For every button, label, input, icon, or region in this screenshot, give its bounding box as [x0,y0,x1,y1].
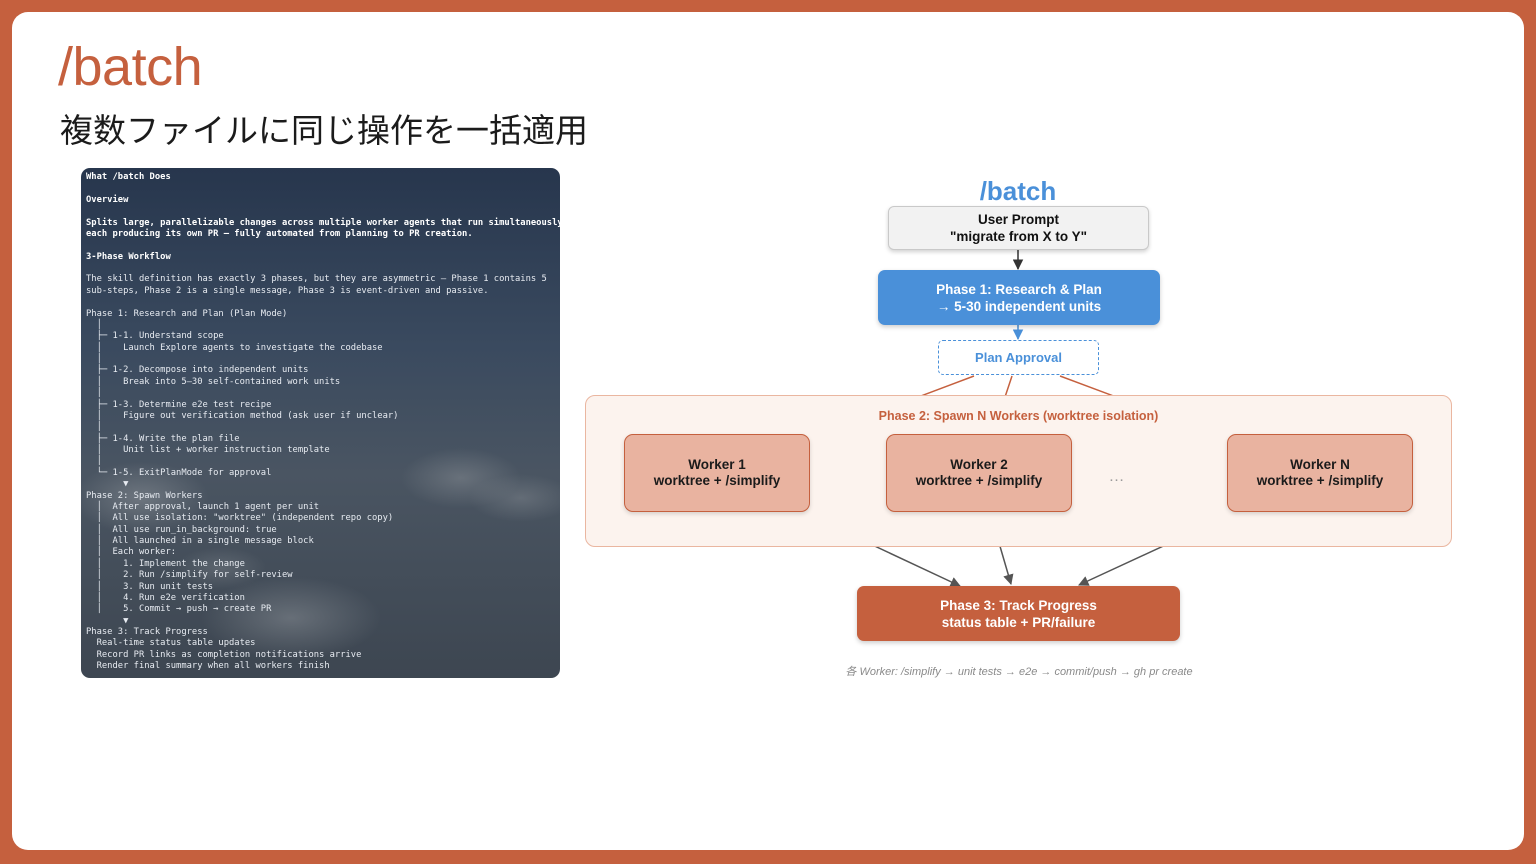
phase1-node: Phase 1: Research & Plan → 5-30 independ… [878,270,1160,325]
terminal-line: │ All use run_in_background: true [86,524,277,535]
terminal-line: │ 1. Implement the change [86,558,245,569]
terminal-line: │ After approval, launch 1 agent per uni… [86,501,320,512]
terminal-line: ├─ 1-3. Determine e2e test recipe [86,399,272,410]
terminal-line: ├─ 1-4. Write the plan file [86,433,240,444]
terminal-line: Render final summary when all workers fi… [86,661,330,672]
worker-1-detail: worktree + /simplify [653,473,781,488]
terminal-line: │ Each worker: [86,547,177,558]
terminal-line: each producing its own PR — fully automa… [86,228,473,239]
terminal-line: │ All use isolation: "worktree" (indepen… [86,513,394,524]
terminal-line: ▼ [86,479,129,490]
terminal-line: │ [86,422,102,433]
terminal-line: Splits large, parallelizable changes acr… [86,217,560,228]
workers-ellipsis: … [1108,468,1126,485]
terminal-line: ├─ 1-1. Understand scope [86,331,224,342]
worker-n-detail: worktree + /simplify [1256,473,1384,488]
terminal-line: └─ 1-5. ExitPlanMode for approval [86,467,272,478]
terminal-line: │ Unit list + worker instruction templat… [86,445,330,455]
user-prompt-text: "migrate from X to Y" [949,229,1088,244]
terminal-line: │ Launch Explore agents to investigate t… [86,342,383,353]
terminal-line: What /batch Does [86,172,171,182]
terminal-line: ▼ [86,615,129,626]
worker-1-node: Worker 1 worktree + /simplify [624,434,810,512]
terminal-line: 3-Phase Workflow [86,251,171,262]
slide-subtitle: 複数ファイルに同じ操作を一括適用 [60,112,588,149]
terminal-line: │ 4. Run e2e verification [86,592,245,603]
phase1-detail: → 5-30 independent units [936,298,1102,314]
terminal-line: Phase 1: Research and Plan (Plan Mode) [86,308,288,319]
user-prompt-label: User Prompt [977,212,1060,227]
terminal-line: │ [86,319,102,330]
terminal-line: │ Figure out verification method (ask us… [86,410,399,421]
terminal-line: Record PR links as completion notificati… [86,649,362,660]
terminal-line: │ [86,388,102,399]
terminal-line: │ All launched in a single message block [86,536,314,546]
phase2-label: Phase 2: Spawn N Workers (worktree isola… [878,409,1159,423]
worker-2-detail: worktree + /simplify [915,473,1043,488]
terminal-line: The skill definition has exactly 3 phase… [86,274,547,285]
terminal-line: Real-time status table updates [86,638,256,649]
worker-2-title: Worker 2 [950,457,1008,472]
plan-approval-label: Plan Approval [975,350,1062,365]
user-prompt-node: User Prompt "migrate from X to Y" [888,206,1149,250]
terminal-line: Phase 3: Track Progress [86,627,208,637]
terminal-line: │ 5. Commit → push → create PR [86,604,272,615]
phase1-title: Phase 1: Research & Plan [936,281,1102,297]
worker-1-title: Worker 1 [688,457,746,472]
worker-n-node: Worker N worktree + /simplify [1227,434,1413,512]
phase3-detail: status table + PR/failure [941,614,1096,630]
slide: /batch 複数ファイルに同じ操作を一括適用 What /batch Does… [12,12,1524,850]
plan-approval-node: Plan Approval [938,340,1099,375]
worker-n-title: Worker N [1290,457,1350,472]
diagram-title: /batch [979,176,1057,206]
terminal-line: Phase 2: Spawn Workers [86,490,203,501]
diagram-footnote: 各 Worker: /simplify → unit tests → e2e →… [845,666,1193,678]
terminal-line: │ 3. Run unit tests [86,581,214,592]
terminal-line: │ Break into 5–30 self-contained work un… [86,376,341,387]
terminal-line: │ 2. Run /simplify for self-review [86,570,293,581]
worker-2-node: Worker 2 worktree + /simplify [886,434,1072,512]
terminal-line: │ [86,354,102,364]
terminal-line: sub-steps, Phase 2 is a single message, … [86,285,489,296]
slide-title: /batch [58,37,203,97]
workflow-diagram: /batch User Prompt "migrate from X to Y"… [12,12,1524,850]
terminal-line: Overview [86,194,129,205]
terminal-line: ├─ 1-2. Decompose into independent units [86,365,309,376]
phase3-node: Phase 3: Track Progress status table + P… [857,586,1180,641]
terminal-line: │ [86,456,102,467]
phase3-title: Phase 3: Track Progress [940,597,1097,613]
